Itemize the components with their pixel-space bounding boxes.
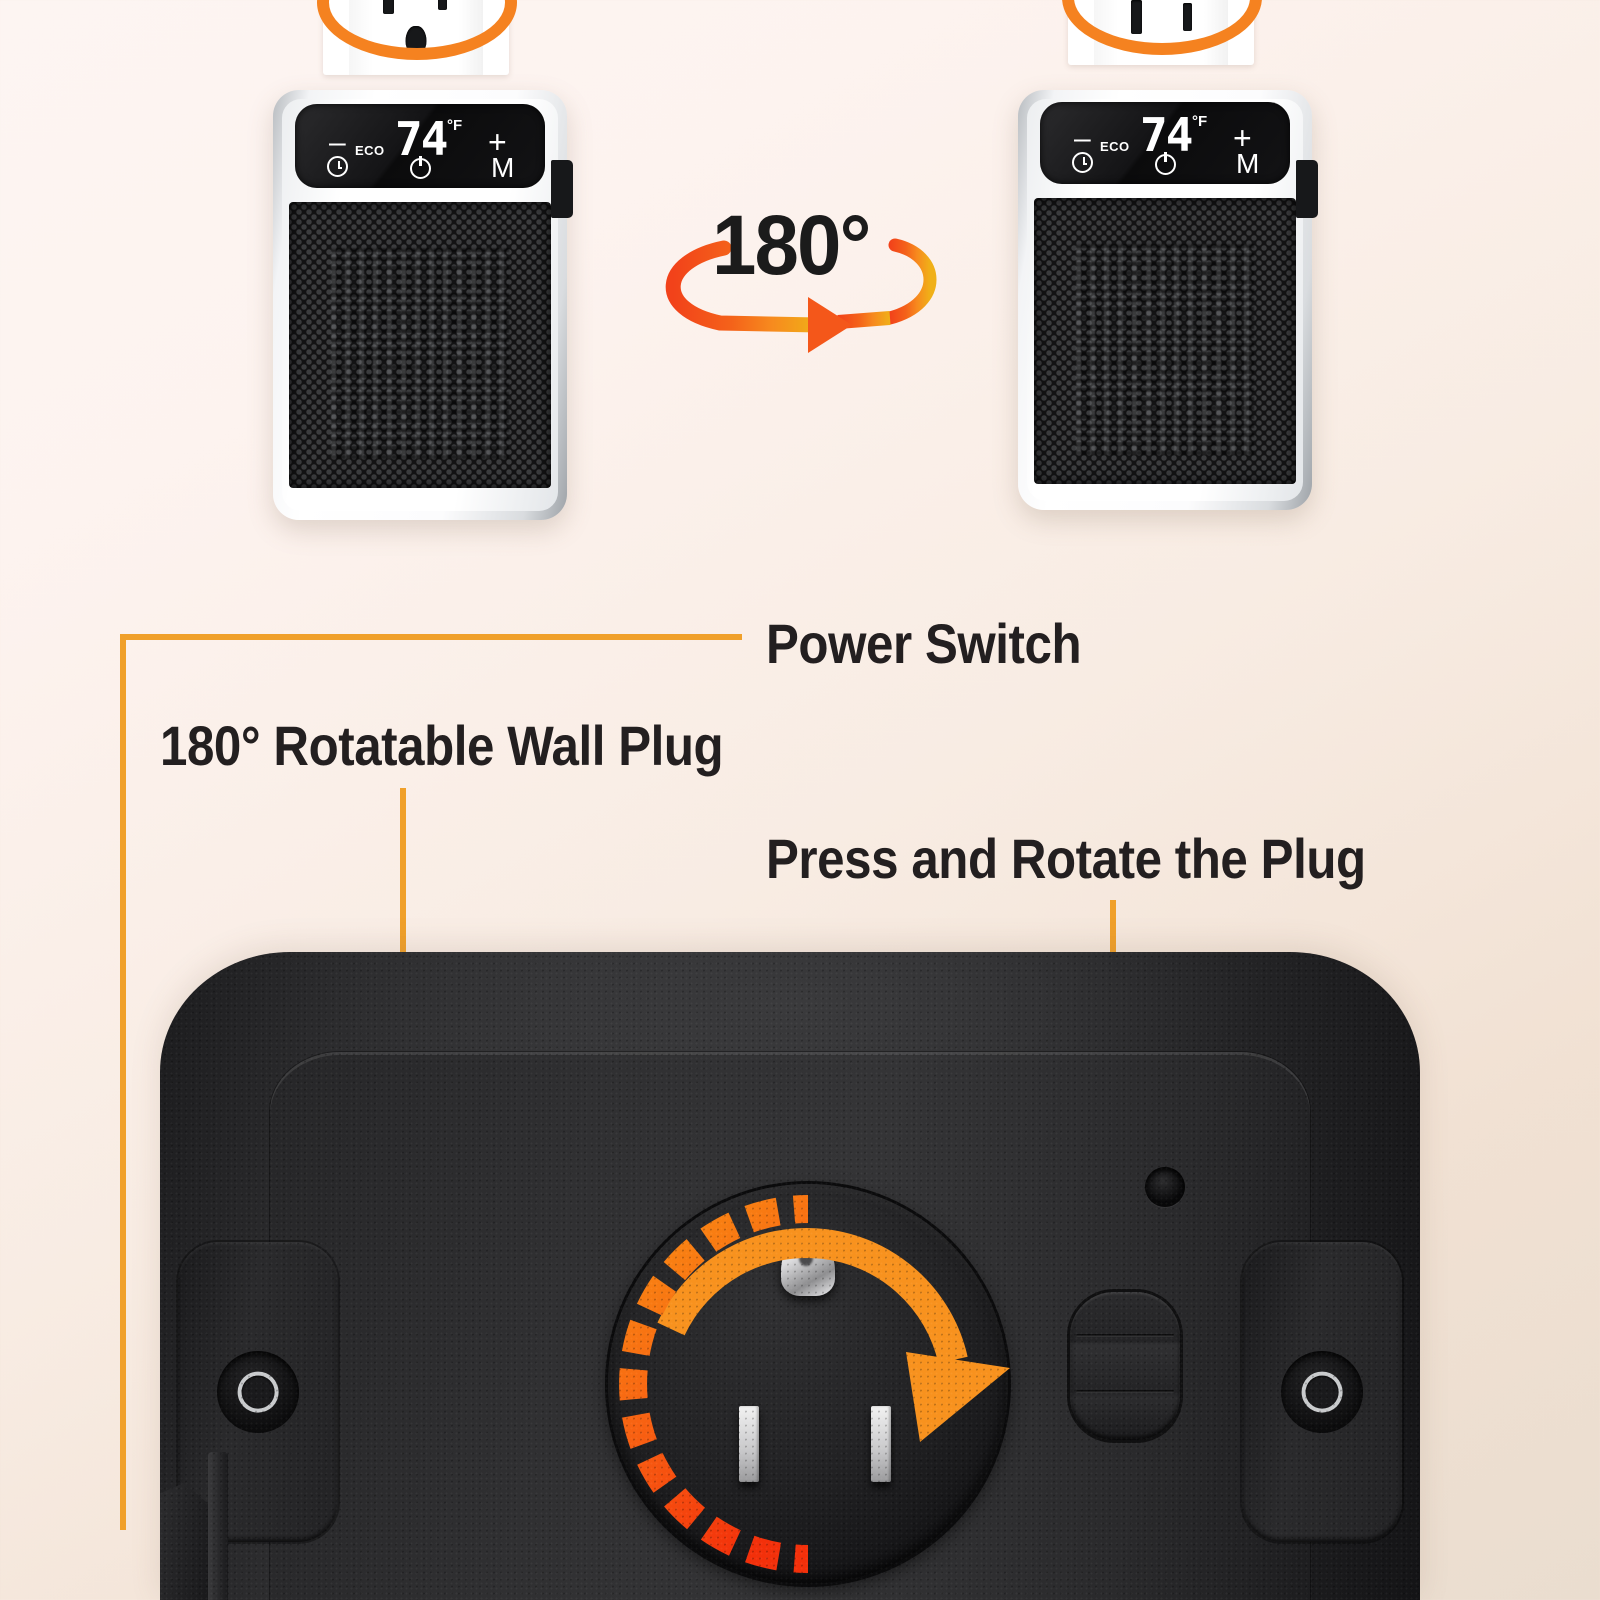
heater-grille-left	[289, 202, 551, 488]
heater-grille-right	[1034, 198, 1296, 484]
heater-shell-left: – ECO 74 °F + M	[273, 90, 567, 520]
eco-indicator: ECO	[1100, 139, 1130, 154]
callout-power-switch: Power Switch	[766, 612, 1082, 675]
power-switch-lever-edge	[208, 1452, 228, 1600]
leader-power-switch-vertical	[120, 634, 126, 1530]
power-icon[interactable]	[1155, 152, 1176, 175]
plug-prong-right	[871, 1406, 891, 1482]
foot-hole-right	[1281, 1351, 1363, 1433]
wall-mount-foot-left	[178, 1242, 338, 1542]
plug-release-button[interactable]	[1070, 1292, 1180, 1440]
temperature-value: 74	[395, 112, 448, 166]
ptc-element-left	[330, 247, 510, 460]
mode-button[interactable]: M	[1236, 148, 1260, 179]
button-ridge-1	[1076, 1334, 1174, 1337]
screw-hole	[1145, 1167, 1185, 1207]
ptc-element-right	[1075, 243, 1255, 456]
control-panel-right[interactable]: – ECO 74 °F + M	[1040, 102, 1290, 184]
mode-button[interactable]: M	[491, 152, 515, 183]
heater-plugged-normal: – ECO 74 °F + M	[255, 0, 575, 530]
plug-prong-left	[739, 1406, 759, 1482]
wall-mount-foot-right	[1242, 1242, 1402, 1542]
temperature-unit: °F	[447, 117, 463, 134]
rotatable-plug-disc[interactable]	[608, 1184, 1008, 1584]
temperature-value: 74	[1140, 108, 1193, 162]
temp-decrease-button[interactable]: –	[329, 126, 346, 159]
power-icon[interactable]	[410, 156, 431, 179]
power-switch-tab-right[interactable]	[1296, 160, 1318, 218]
round-ground-pin	[781, 1234, 835, 1296]
clock-icon[interactable]	[1072, 152, 1093, 173]
rotation-degree-label: 180°	[712, 198, 871, 292]
foot-hole-left	[217, 1351, 299, 1433]
temp-increase-button[interactable]: +	[488, 124, 507, 160]
power-switch-tab-left[interactable]	[551, 160, 573, 218]
button-ridge-2	[1076, 1390, 1174, 1393]
rotation-badge: 180°	[640, 185, 950, 355]
callout-rotatable-plug: 180° Rotatable Wall Plug	[160, 714, 724, 777]
clock-icon[interactable]	[327, 156, 348, 177]
heater-back-panel	[160, 952, 1420, 1600]
temperature-unit: °F	[1192, 113, 1208, 130]
temp-increase-button[interactable]: +	[1233, 120, 1252, 156]
heater-plugged-rotated: – ECO 74 °F + M	[1000, 0, 1320, 530]
control-panel-left[interactable]: – ECO 74 °F + M	[295, 104, 545, 188]
temp-decrease-button[interactable]: –	[1074, 122, 1091, 155]
heater-shell-right: – ECO 74 °F + M	[1018, 90, 1312, 510]
eco-indicator: ECO	[355, 143, 385, 158]
callout-press-and-rotate: Press and Rotate the Plug	[766, 827, 1366, 890]
leader-power-switch-horizontal	[120, 634, 742, 640]
